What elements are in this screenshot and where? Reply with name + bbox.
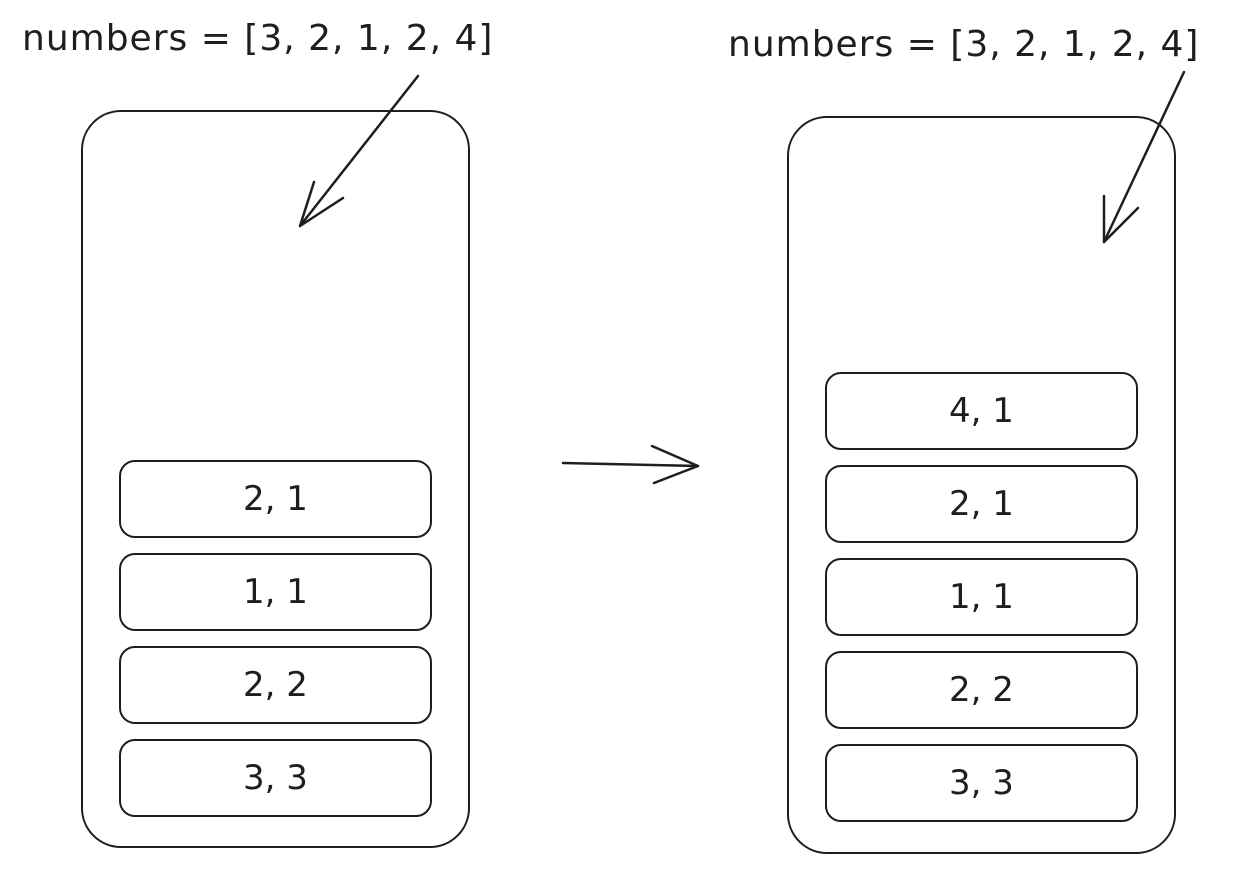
right-stack-cell: 1, 1	[825, 558, 1138, 636]
transition-arrow-icon	[561, 444, 700, 485]
left-stack-cell: 3, 3	[119, 739, 432, 817]
left-stack-cell: 2, 2	[119, 646, 432, 724]
right-stack-cell: 4, 1	[825, 372, 1138, 450]
left-stack: 2, 1 1, 1 2, 2 3, 3	[81, 110, 470, 848]
left-stack-cell: 2, 1	[119, 460, 432, 538]
left-stack-cell: 1, 1	[119, 553, 432, 631]
right-numbers-label: numbers = [3, 2, 1, 2, 4]	[728, 24, 1200, 65]
right-stack-cell: 2, 1	[825, 465, 1138, 543]
right-stack-cell: 3, 3	[825, 744, 1138, 822]
right-stack-cell: 2, 2	[825, 651, 1138, 729]
right-stack: 4, 1 2, 1 1, 1 2, 2 3, 3	[787, 116, 1176, 854]
left-numbers-label: numbers = [3, 2, 1, 2, 4]	[22, 18, 494, 59]
